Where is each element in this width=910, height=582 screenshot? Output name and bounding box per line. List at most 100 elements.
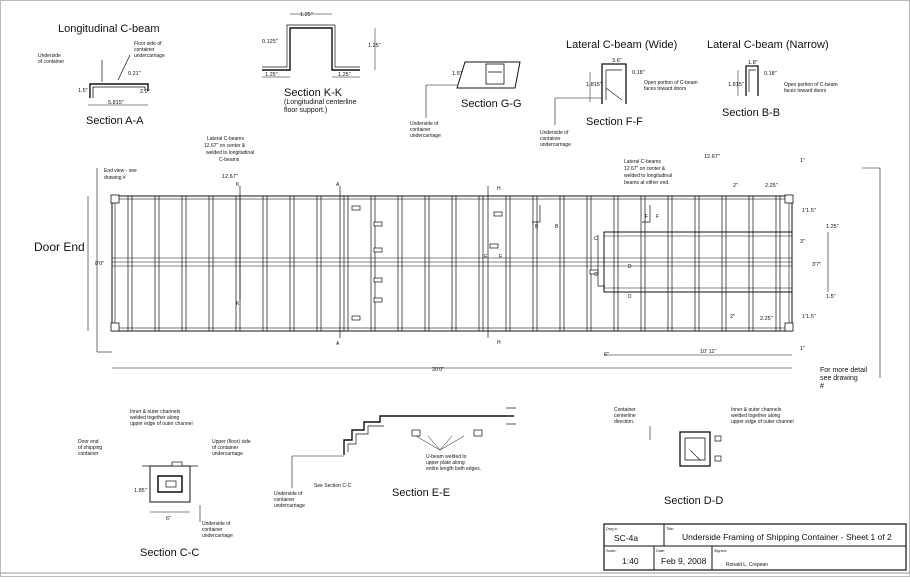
title-block-drawing-value: SC-4a xyxy=(614,533,638,543)
title-block-title-label: Title: xyxy=(666,527,674,531)
end-view-note-2: drawing # xyxy=(104,175,126,181)
section-mark-c-bottom: C xyxy=(594,272,598,278)
section-c-c-note-door-1: Door end xyxy=(78,439,99,445)
title-block-date-label: Date: xyxy=(656,549,665,553)
section-f-f-note-right-2: faces toward doors xyxy=(644,86,687,92)
section-k-k: 1.25" 0.125" 1.25" 1.25" 1.25" Section K… xyxy=(262,12,381,114)
title-block-scale-label: Scale: xyxy=(606,549,617,553)
section-f-f: Lateral C-beam (Wide) 3.6" 0.18" 1.815" … xyxy=(540,39,698,148)
section-mark-c-top: C xyxy=(594,236,598,242)
section-b-b-title: Section B-B xyxy=(722,107,780,119)
section-c-c-title: Section C-C xyxy=(140,547,199,559)
title-block-drawing-label: Dwg #: xyxy=(606,527,618,531)
lateral-right-note-3: welded to longitudinal xyxy=(624,173,672,179)
plan-dim-rear-width: 3'7" xyxy=(812,262,821,268)
section-k-k-dim-2: 0.125" xyxy=(262,39,278,45)
lateral-left-note-1: Lateral C-beams xyxy=(207,136,244,142)
section-mark-h-top: H xyxy=(497,186,501,192)
section-k-k-dim-1: 1.25" xyxy=(300,12,313,18)
section-mark-e-right: E xyxy=(499,254,503,260)
section-mark-b-right: B xyxy=(555,224,559,230)
section-a-a-note-right-3: undercarriage xyxy=(134,53,165,59)
section-c-c-note-channels-2: welded together along xyxy=(130,415,179,421)
section-f-f-note-bottom-3: undercarriage xyxy=(540,142,571,148)
section-c-c-note-under-2: container xyxy=(202,527,223,533)
title-block-scale-value: 1:40 xyxy=(622,556,639,566)
section-mark-a-bottom: A xyxy=(336,341,340,347)
door-end-label: Door End xyxy=(34,240,85,254)
section-c-c-note-door-3: container xyxy=(78,451,99,457)
section-f-f-dim-1: 3.6" xyxy=(612,58,622,64)
lateral-right-note-4: beams at either end. xyxy=(624,180,670,186)
more-detail-note-1: For more detail xyxy=(820,367,868,374)
more-detail-note-3: # xyxy=(820,383,824,390)
section-mark-k-bottom: K xyxy=(236,301,240,307)
section-a-a-note-left-2: of container xyxy=(38,59,64,65)
section-c-c-note-under-1: Underside of xyxy=(202,521,231,527)
section-k-k-title: Section K-K xyxy=(284,87,343,99)
plan-dim-d4: 3" xyxy=(800,239,805,245)
title-block-date-value: Feb 9, 2008 xyxy=(661,556,707,566)
plan-dim-length: 20'0" xyxy=(432,367,444,373)
section-a-a-title: Section A-A xyxy=(86,115,144,127)
section-k-k-dim-5: 1.25" xyxy=(338,72,351,78)
plan-dim-rear-length: 10' 11" xyxy=(700,349,716,355)
section-k-k-dim-4: 1.25" xyxy=(265,72,278,78)
title-block-signed-value: Ronald L. Crepean xyxy=(726,562,768,568)
section-e-e: U-beam welded to upper plate along entir… xyxy=(274,407,516,509)
section-e-e-note-under-2: container xyxy=(274,497,295,503)
plan-dim-spacing-right: 12.67" xyxy=(704,154,720,160)
section-d-d-note-channels-2: welded together along xyxy=(731,413,780,419)
section-mark-d-top: D xyxy=(628,264,632,270)
section-b-b: Lateral C-beam (Narrow) 1.8" 0.18" 1.815… xyxy=(707,39,838,119)
plan-dim-d1: 1" xyxy=(800,158,805,164)
section-g-g-note-2: container xyxy=(410,127,431,133)
plan-dim-d10: 1" xyxy=(800,346,805,352)
lateral-left-note-4: C-beams xyxy=(219,157,240,163)
section-b-b-header: Lateral C-beam (Narrow) xyxy=(707,39,829,51)
section-c-c-note-channels-3: upper edge of outer channel xyxy=(130,421,193,427)
plan-dim-d3: 2.25" xyxy=(765,183,778,189)
section-mark-f-left: F xyxy=(645,214,648,220)
section-c-c-dim-1: 1.85" xyxy=(134,488,147,494)
section-mark-k-top: K xyxy=(236,182,240,188)
section-g-g-title: Section G-G xyxy=(461,98,522,110)
section-c-c-note-under-3: undercarriage xyxy=(202,533,233,539)
section-d-d: Inner & outer channels welded together a… xyxy=(614,407,794,507)
section-k-k-subtitle-1: (Longitudinal centerline xyxy=(284,99,356,106)
section-d-d-note-center-1: Container xyxy=(614,407,636,413)
section-a-a-note-right-2: container xyxy=(134,47,155,53)
section-c-c-note-upper-3: undercarriage xyxy=(212,451,243,457)
section-c-c-dim-2: 6" xyxy=(166,516,171,522)
section-e-e-note-ubeam-2: upper plate along xyxy=(426,460,465,466)
lateral-right-note-1: Lateral C-beams xyxy=(624,159,661,165)
section-mark-f-right: F xyxy=(656,214,659,220)
section-d-d-note-center-2: centerline xyxy=(614,413,636,419)
section-e-e-title: Section E-E xyxy=(392,487,450,499)
section-a-a-dim-1: 0.21" xyxy=(128,71,141,77)
section-k-k-dim-3: 1.25" xyxy=(368,43,381,49)
section-b-b-note-right-2: faces toward doors xyxy=(784,88,827,94)
section-g-g: 1.5" Section G-G Underside of container … xyxy=(410,61,522,139)
section-e-e-note-see: See Section C-C xyxy=(314,483,352,489)
section-e-e-note-under-3: undercarriage xyxy=(274,503,305,509)
section-f-f-dim-3: 1.815" xyxy=(586,82,602,88)
title-block-signed-label: Signed: xyxy=(714,549,727,553)
section-a-a: Longitudinal C-beam Underside of contain… xyxy=(38,23,165,127)
section-e-e-note-ubeam-1: U-beam welded to xyxy=(426,454,467,460)
section-b-b-dim-2: 0.18" xyxy=(764,71,777,77)
section-a-a-dim-3: 1.5" xyxy=(78,88,88,94)
section-c-c-note-upper-2: of container xyxy=(212,445,238,451)
section-g-g-note-3: undercarriage xyxy=(410,133,441,139)
plan-dim-d5: 1.25" xyxy=(826,224,839,230)
section-f-f-note-right-1: Open portion of C-beam xyxy=(644,80,698,86)
plan-dim-d6: 1.5" xyxy=(826,294,836,300)
plan-view: Door End End view - see drawing # Latera… xyxy=(34,136,881,390)
section-d-d-title: Section D-D xyxy=(664,495,723,507)
section-f-f-note-bottom-1: Underside of xyxy=(540,130,569,136)
plan-dim-d2: 2" xyxy=(733,183,738,189)
section-mark-h-bottom: H xyxy=(497,340,501,346)
section-d-d-note-channels-3: upper edge of outer channel xyxy=(731,419,794,425)
section-g-g-note-1: Underside of xyxy=(410,121,439,127)
